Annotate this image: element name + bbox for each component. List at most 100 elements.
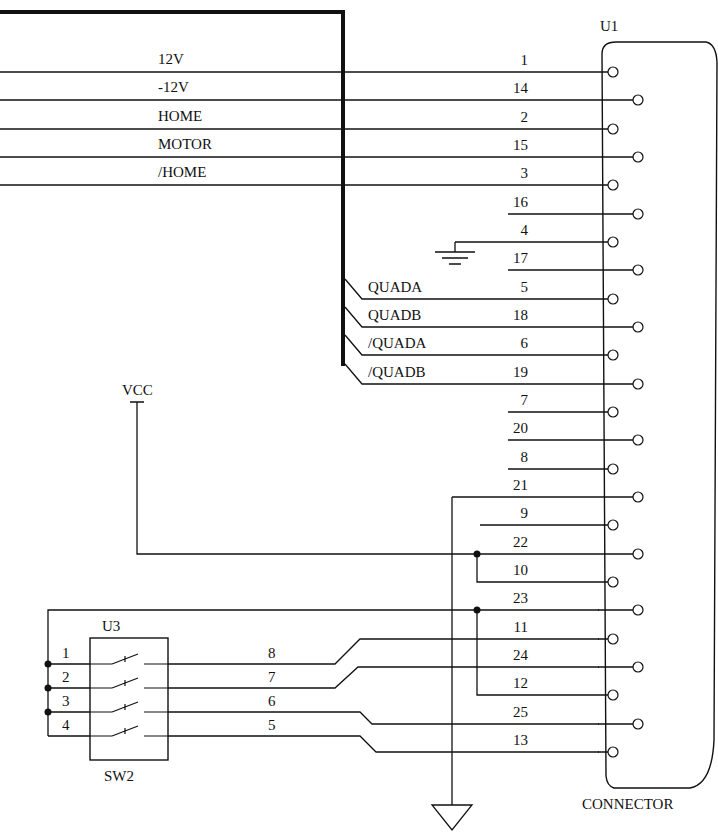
pin-number: 2 (521, 109, 529, 125)
wire (508, 213, 633, 214)
switch-contact (90, 654, 168, 664)
pin-number: 7 (268, 669, 276, 685)
pin-socket (633, 492, 643, 502)
switch-body (90, 638, 168, 760)
pin-socket (608, 690, 618, 700)
connector-outline (598, 40, 718, 790)
pin-number: 11 (514, 619, 528, 635)
pin-socket (608, 67, 618, 77)
pin-number: 23 (513, 590, 528, 606)
pin-number: 4 (62, 717, 70, 733)
cable-bracket (0, 12, 343, 366)
pin-socket (633, 435, 643, 445)
pin-socket (608, 350, 618, 360)
wire (0, 184, 608, 185)
pin-number: 1 (521, 52, 529, 68)
pin-socket (633, 719, 643, 729)
pin-number: 8 (268, 645, 276, 661)
wire (0, 99, 633, 100)
wire (477, 554, 608, 582)
junction-dot (474, 551, 481, 558)
pin-number: 21 (513, 477, 528, 493)
signal-wire (168, 667, 599, 688)
signal-wire (48, 610, 599, 664)
pin-socket (633, 95, 643, 105)
pin-number: 22 (513, 534, 528, 550)
signal-name: -12V (158, 79, 189, 95)
pin-number: 17 (513, 250, 528, 266)
pin-number: 25 (513, 704, 528, 720)
wire (477, 610, 608, 695)
pin-number: 18 (513, 307, 528, 323)
junction-dots (45, 551, 481, 716)
wire (0, 128, 608, 129)
part-designator: U1 (600, 18, 618, 34)
pin-number: 9 (521, 505, 529, 521)
pin-socket (633, 209, 643, 219)
signal-name: /HOME (158, 164, 206, 180)
pin-number: 2 (62, 669, 70, 685)
switch-contact (90, 726, 168, 736)
pin-socket (608, 577, 618, 587)
wire (508, 468, 608, 469)
pin-socket (608, 464, 618, 474)
pin-socket (633, 265, 643, 275)
switch-contact (90, 702, 168, 712)
pin-socket (633, 379, 643, 389)
pin-socket (633, 322, 643, 332)
pin-socket (633, 662, 643, 672)
wire (455, 241, 608, 242)
ground-symbol (435, 242, 475, 264)
wire (345, 364, 633, 384)
pin-number: 14 (513, 80, 528, 96)
supply-name: VCC (122, 382, 153, 398)
wire-set (0, 12, 633, 830)
connector-shell (602, 42, 717, 788)
ground-symbol (432, 805, 472, 830)
pin-number: 4 (521, 222, 529, 238)
ground-wire (451, 497, 452, 805)
pin-socket (608, 747, 618, 757)
pin-stub (598, 610, 633, 752)
pin-number: 6 (521, 335, 529, 351)
signal-name: HOME (158, 108, 202, 124)
wire (452, 496, 633, 497)
part-name: SW2 (104, 768, 134, 784)
pin-number: 16 (513, 194, 528, 210)
pin-socket (633, 605, 643, 615)
junction-dot (45, 709, 52, 716)
pin-number: 12 (513, 675, 528, 691)
pin-number: 6 (268, 693, 276, 709)
wire (477, 553, 633, 554)
vcc-wire (130, 402, 477, 554)
signal-name: QUADA (368, 279, 422, 295)
switch-common-bus (48, 664, 90, 736)
pin-socket (608, 124, 618, 134)
switch-outline (90, 638, 168, 760)
signal-name: QUADB (368, 307, 421, 323)
pin-number: 24 (513, 647, 528, 663)
signal-wire (168, 736, 599, 752)
pin-number: 3 (521, 165, 529, 181)
pin-socket (608, 407, 618, 417)
pin-socket (633, 549, 643, 559)
pin-number: 10 (513, 562, 528, 578)
wire (0, 156, 633, 157)
pin-number: 1 (62, 645, 70, 661)
pin-socket (608, 520, 618, 530)
pin-number: 15 (513, 137, 528, 153)
pin-number: 5 (521, 279, 529, 295)
signal-name: /QUADA (368, 335, 426, 351)
pin-socket (608, 180, 618, 190)
wire (508, 269, 633, 270)
pin-socket (608, 237, 618, 247)
wire (345, 279, 608, 299)
pin-number: 20 (513, 420, 528, 436)
signal-wire (168, 712, 599, 724)
wire (508, 439, 633, 440)
pin-number: 5 (268, 717, 276, 733)
pin-number: 19 (513, 364, 528, 380)
switch-contact (90, 678, 168, 688)
pin-number: 7 (521, 392, 529, 408)
pin-number: 8 (521, 449, 529, 465)
